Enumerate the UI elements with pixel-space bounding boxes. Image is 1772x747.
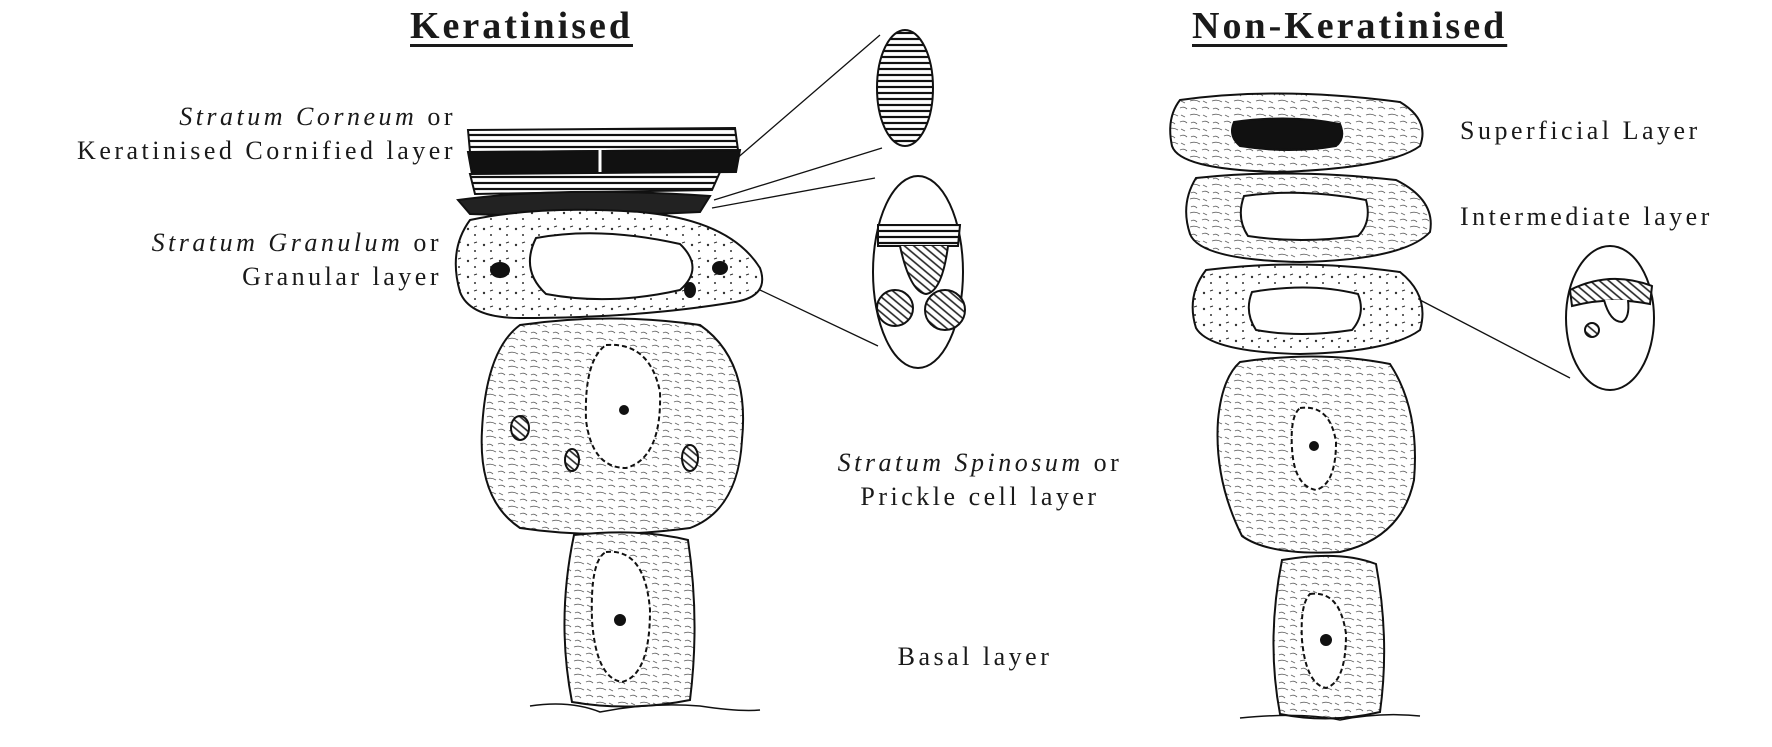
stratum-spinosum-english: Prickle cell layer: [800, 480, 1160, 514]
stratum-granulum-or: or: [403, 228, 442, 257]
stratum-corneum-or: or: [417, 102, 456, 131]
keratinised-column: [456, 30, 965, 712]
intermediate-cell: [1186, 173, 1431, 262]
stratum-granulum-latin: Stratum Granulum: [152, 228, 404, 257]
spinous-cell: [1218, 356, 1416, 552]
stratum-corneum-sheets: [458, 128, 740, 216]
stratum-corneum-latin: Stratum Corneum: [179, 102, 417, 131]
stratum-granulum-english: Granular layer: [60, 260, 442, 294]
superficial-layer-label: Superficial Layer: [1460, 114, 1701, 148]
non-keratinised-column: [1170, 93, 1654, 720]
stratum-spinosum-latin: Stratum Spinosum: [838, 448, 1084, 477]
basal-layer-label: Basal layer: [850, 640, 1100, 674]
stratum-corneum-english: Keratinised Cornified layer: [10, 134, 456, 168]
stratum-corneum-label: Stratum Corneum or Keratinised Cornified…: [10, 100, 456, 168]
stratum-spinosum-or: or: [1084, 448, 1123, 477]
prickle-cell: [482, 319, 743, 535]
intermediate-layer-label: Intermediate layer: [1460, 200, 1713, 234]
stratum-granulum-label: Stratum Granulum or Granular layer: [60, 226, 442, 294]
transitional-cell: [1193, 264, 1423, 354]
granular-cell: [456, 210, 762, 318]
basal-cell: [530, 532, 760, 712]
superficial-cell: [1170, 93, 1422, 172]
stratum-spinosum-label: Stratum Spinosum or Prickle cell layer: [800, 446, 1160, 514]
non-keratinised-basal-cell: [1240, 556, 1420, 720]
corneum-inset: [714, 30, 933, 200]
intermediate-inset: [1420, 246, 1654, 390]
